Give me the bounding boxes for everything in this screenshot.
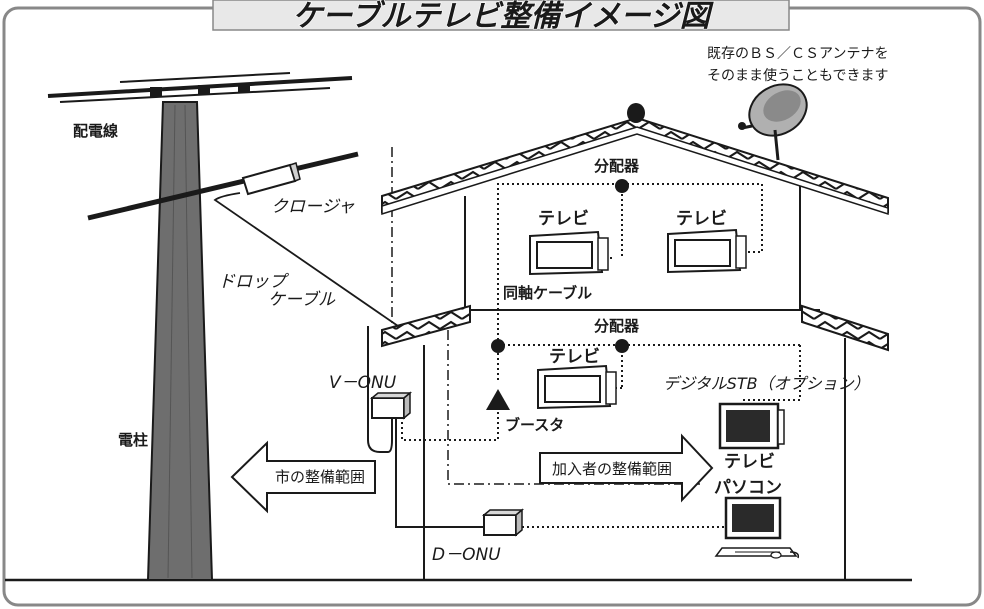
label-tv-room: テレビ — [724, 452, 775, 472]
onu-cable — [367, 326, 484, 528]
label-tv-top-left: テレビ — [538, 209, 589, 229]
splitter-mid-left-icon — [491, 339, 505, 353]
label-stb: デジタルSTB（オプション） — [663, 374, 870, 393]
splitter-top-icon — [615, 179, 629, 193]
label-v-onu: V－ONU — [329, 373, 397, 393]
d-onu-box-icon — [481, 508, 525, 537]
pc-icon — [714, 496, 800, 559]
label-d-onu: D－ONU — [432, 545, 501, 565]
label-bunpaiki-mid: 分配器 — [594, 317, 640, 335]
label-drop-line1: ドロップ — [218, 272, 290, 292]
distribution-cable — [87, 151, 359, 221]
house — [381, 103, 889, 580]
room-tv-icon — [718, 402, 785, 450]
label-tv-mid: テレビ — [549, 347, 600, 367]
label-bunpaiki-top: 分配器 — [594, 157, 640, 175]
tv-upstairs-left-icon — [529, 230, 609, 276]
label-denchu: 電柱 — [118, 431, 148, 449]
subscriber-area-arrow: 加入者の整備範囲 — [539, 433, 714, 503]
v-onu-box-icon — [369, 391, 413, 420]
coax-wiring — [401, 183, 801, 528]
label-closure: クロージャ — [271, 197, 355, 217]
subscriber-area-label: 加入者の整備範囲 — [552, 460, 672, 478]
city-area-label: 市の整備範囲 — [275, 468, 365, 486]
label-haidensen: 配電線 — [73, 122, 118, 140]
drop-cable — [213, 192, 399, 327]
bs-note-line1: 既存のＢＳ／ＣＳアンテナを — [707, 46, 888, 62]
splitter-mid-right-icon — [615, 339, 629, 353]
satellite-dish-icon — [738, 83, 808, 161]
tv-middle-icon — [537, 364, 617, 410]
label-tv-top-right: テレビ — [676, 209, 727, 229]
city-area-arrow: 市の整備範囲 — [230, 440, 376, 514]
tv-upstairs-right-icon — [667, 228, 747, 274]
booster-icon — [486, 389, 510, 410]
label-drop-line2: ケーブル — [268, 290, 336, 310]
bs-note-line2: そのまま使うこともできます — [707, 67, 888, 84]
title-banner — [212, 0, 790, 31]
label-dojiku: 同軸ケーブル — [503, 284, 592, 302]
diagram-title: ケーブルテレビ整備イメージ図 — [292, 0, 715, 34]
closure-box — [241, 162, 301, 196]
label-pasokon: パソコン — [714, 478, 782, 498]
label-booster: ブースタ — [505, 416, 564, 434]
utility-pole — [47, 72, 353, 581]
